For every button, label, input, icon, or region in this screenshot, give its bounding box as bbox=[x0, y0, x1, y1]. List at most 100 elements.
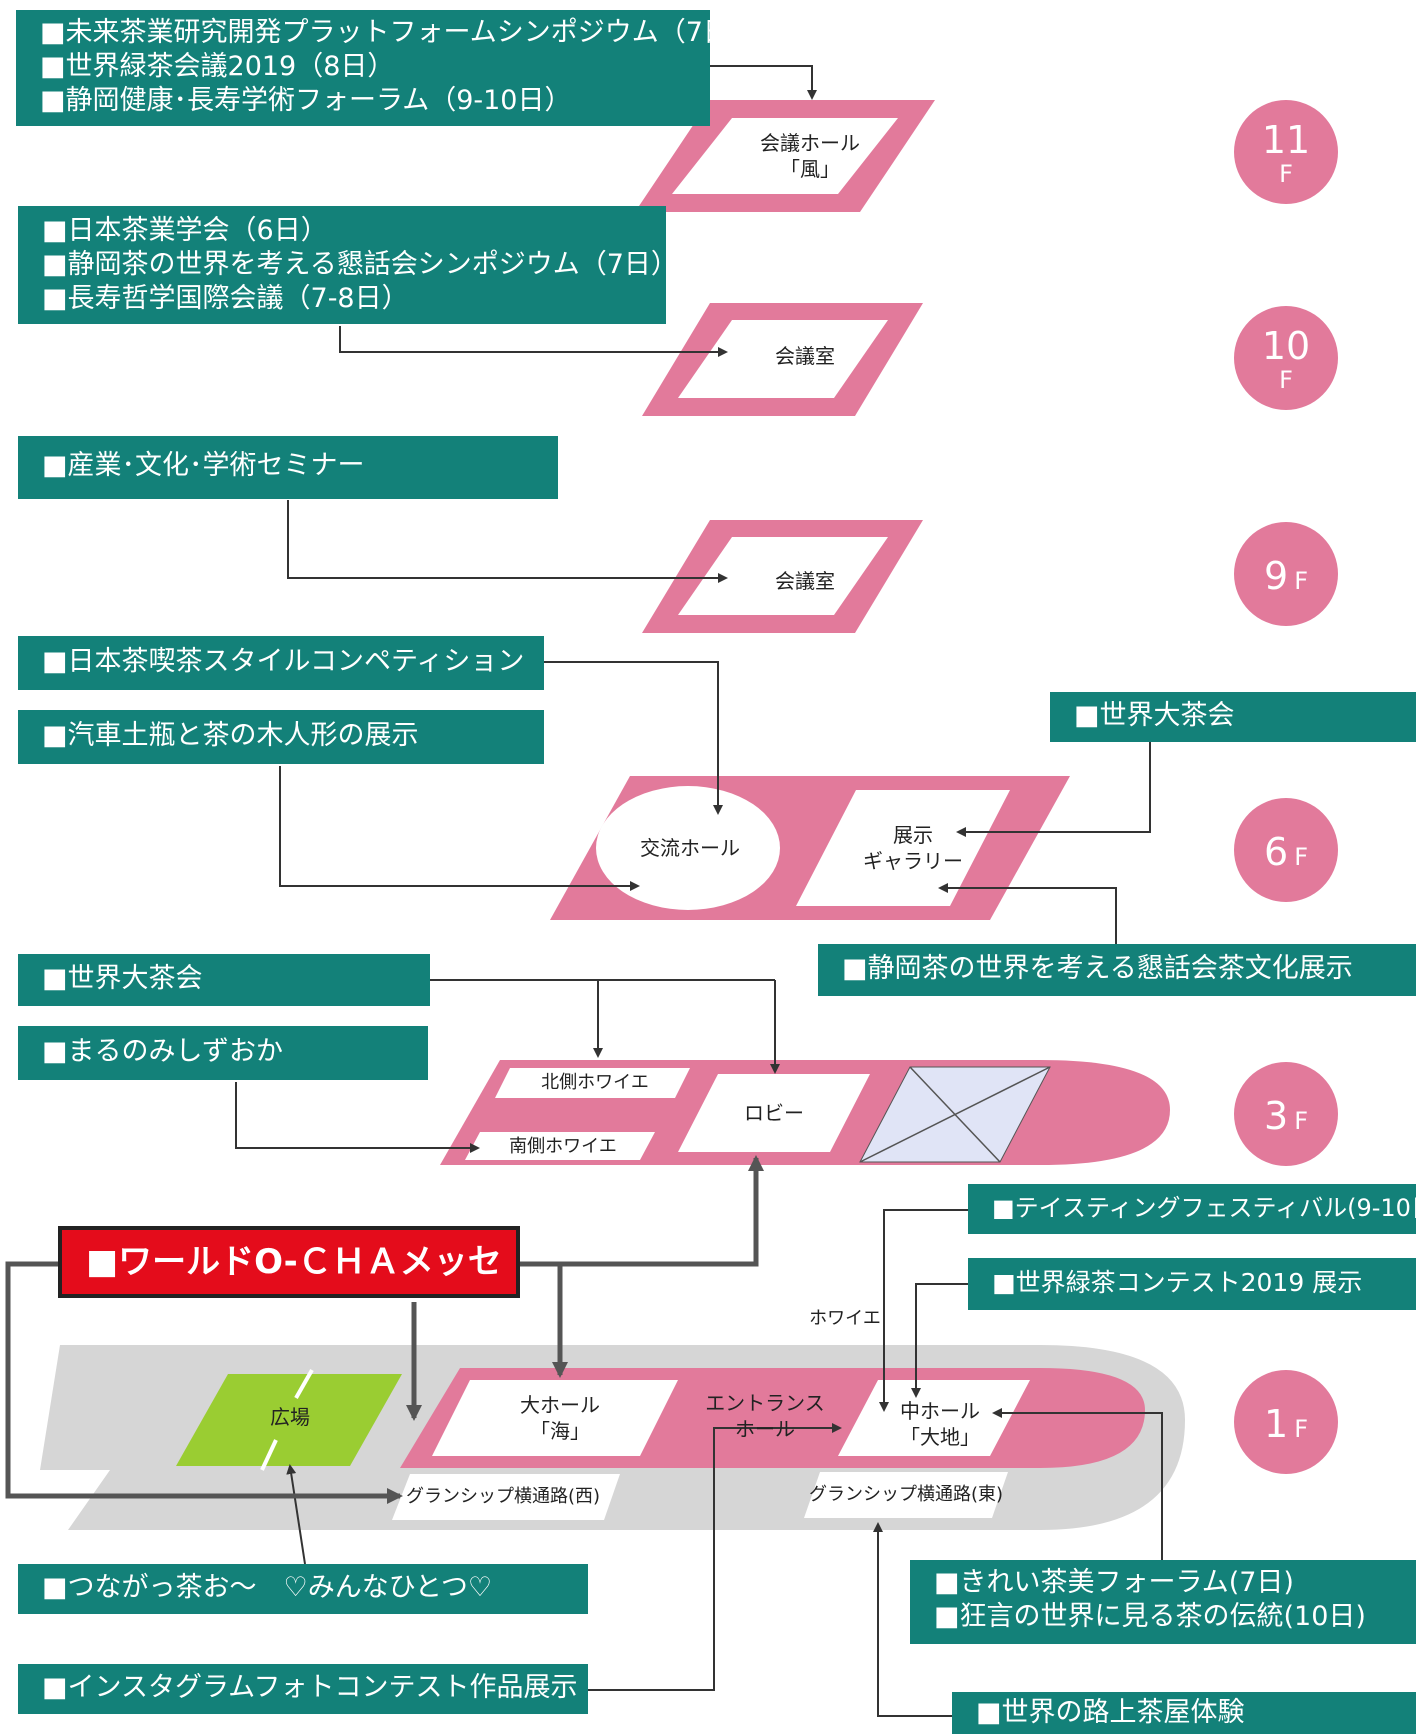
event-line: ■世界大茶会 bbox=[42, 963, 203, 994]
room-name: 会議室 bbox=[775, 569, 835, 593]
kita-foyer-shape bbox=[495, 1068, 690, 1098]
event-box-konwakai: ■静岡茶の世界を考える懇話会茶文化展示 bbox=[818, 944, 1416, 996]
event-box-kissa: ■日本茶喫茶スタイルコンペティション bbox=[18, 636, 544, 690]
room-name: エントランス bbox=[705, 1391, 825, 1415]
event-box-contest: ■世界緑茶コンテスト2019 展示 bbox=[968, 1258, 1416, 1310]
room-name: 大ホール bbox=[520, 1393, 600, 1417]
passage-west-shape bbox=[392, 1474, 620, 1520]
event-line: ■静岡健康･長寿学術フォーラム（9-10日） bbox=[40, 85, 572, 116]
floor-number: 3 bbox=[1264, 1094, 1289, 1138]
room-label-kita-foyer: 北側ホワイエ bbox=[520, 1070, 670, 1096]
room-name: 「大地」 bbox=[900, 1425, 980, 1449]
room-name: グランシップ横通路(西) bbox=[405, 1486, 601, 1507]
lobby-shape bbox=[678, 1074, 870, 1152]
room-name: 会議ホール bbox=[760, 131, 860, 155]
room-name: ギャラリー bbox=[863, 849, 963, 873]
floor-number: 11 bbox=[1261, 118, 1311, 162]
event-line: ■狂言の世界に見る茶の伝統(10日) bbox=[934, 1601, 1366, 1632]
event-line: ■きれい茶美フォーラム(7日) bbox=[934, 1567, 1294, 1598]
gallery-shape bbox=[796, 790, 1010, 906]
event-line: ■世界緑茶会議2019（8日） bbox=[40, 51, 395, 82]
room-label-gallery: 展示 ギャラリー bbox=[848, 822, 978, 874]
room-name: ホール bbox=[735, 1417, 795, 1441]
event-box-11f: ■未来茶業研究開発プラットフォームシンポジウム（7日） ■世界緑茶会議2019（… bbox=[16, 10, 710, 126]
room-label-passage-west: グランシップ横通路(西) bbox=[398, 1484, 608, 1510]
room-label-kaigishitsu-9f: 会議室 bbox=[740, 568, 870, 594]
event-box-9f: ■産業･文化･学術セミナー bbox=[18, 436, 558, 499]
hiroba-shape bbox=[176, 1374, 402, 1466]
room-label-kaigi-hall: 会議ホール 「風」 bbox=[745, 130, 875, 182]
room-label-minami-foyer: 南側ホワイエ bbox=[488, 1134, 638, 1160]
event-line: ■産業･文化･学術セミナー bbox=[42, 450, 365, 481]
floor-badge-11f: 11 F bbox=[1234, 100, 1338, 204]
event-line: ■世界緑茶コンテスト2019 展示 bbox=[992, 1268, 1363, 1297]
minami-foyer-shape bbox=[465, 1132, 655, 1160]
event-line: ■静岡茶の世界を考える懇話会シンポジウム（7日） bbox=[42, 249, 666, 280]
room-name: 「海」 bbox=[530, 1419, 590, 1443]
room-name: ホワイエ bbox=[809, 1308, 881, 1329]
floor-number: 6 bbox=[1264, 830, 1289, 874]
floor-unit: F bbox=[1294, 843, 1308, 871]
event-line: ■つながっ茶お～ ♡みんなひとつ♡ bbox=[42, 1572, 493, 1603]
room-label-passage-east: グランシップ横通路(東) bbox=[808, 1482, 1004, 1508]
room-name: 広場 bbox=[270, 1405, 310, 1429]
event-box-10f: ■日本茶業学会（6日） ■静岡茶の世界を考える懇話会シンポジウム（7日） ■長寿… bbox=[18, 206, 666, 324]
event-box-dobin: ■汽車土瓶と茶の木人形の展示 bbox=[18, 710, 544, 764]
event-line: ■汽車土瓶と茶の木人形の展示 bbox=[42, 720, 419, 751]
room-name: ロビー bbox=[744, 1101, 804, 1125]
room-name: 交流ホール bbox=[640, 836, 740, 860]
event-line: ■世界の路上茶屋体験 bbox=[976, 1697, 1245, 1728]
event-box-rojo: ■世界の路上茶屋体験 bbox=[952, 1692, 1416, 1734]
room-label-entrance: エントランス ホール bbox=[700, 1390, 830, 1442]
room-name: 南側ホワイエ bbox=[509, 1136, 617, 1157]
room-name: 展示 bbox=[893, 823, 933, 847]
room-label-chu-hall: 中ホール 「大地」 bbox=[875, 1398, 1005, 1450]
room-name: 中ホール bbox=[900, 1399, 980, 1423]
event-line: ■テイスティングフェスティバル(9-10日) bbox=[992, 1194, 1416, 1222]
messe-box: ■ワールドO-ＣＨＡメッセ bbox=[58, 1226, 520, 1298]
event-box-instagram: ■インスタグラムフォトコンテスト作品展示 bbox=[18, 1664, 588, 1714]
room-name: グランシップ横通路(東) bbox=[808, 1484, 1004, 1505]
event-box-marunomi: ■まるのみしずおか bbox=[18, 1026, 428, 1080]
room-label-foyer: ホワイエ bbox=[800, 1306, 890, 1332]
event-line: ■まるのみしずおか bbox=[42, 1036, 283, 1067]
room-name: 「風」 bbox=[780, 157, 840, 181]
floor-number: 9 bbox=[1264, 554, 1289, 598]
event-line: ■日本茶喫茶スタイルコンペティション bbox=[42, 646, 525, 677]
event-line: ■静岡茶の世界を考える懇話会茶文化展示 bbox=[842, 953, 1353, 984]
room-9f-inner bbox=[678, 537, 888, 615]
event-line: ■インスタグラムフォトコンテスト作品展示 bbox=[42, 1672, 578, 1703]
dai-hall-shape bbox=[432, 1380, 678, 1456]
event-line: ■世界大茶会 bbox=[1074, 700, 1235, 731]
floor-number: 10 bbox=[1261, 324, 1311, 368]
event-box-daichakai-6f: ■世界大茶会 bbox=[1050, 692, 1416, 742]
room-name: 北側ホワイエ bbox=[541, 1072, 649, 1093]
floor-unit: F bbox=[1294, 567, 1308, 595]
floor-unit: F bbox=[1279, 160, 1293, 188]
koryu-hall-shape bbox=[596, 786, 780, 910]
passage-east-shape bbox=[804, 1472, 1008, 1518]
room-name: 会議室 bbox=[775, 344, 835, 368]
floor-unit: F bbox=[1294, 1415, 1308, 1443]
room-11f-inner bbox=[672, 118, 898, 194]
messe-label: ■ワールドO-ＣＨＡメッセ bbox=[86, 1242, 502, 1282]
floor-number: 1 bbox=[1264, 1402, 1289, 1446]
event-box-daichakai-3f: ■世界大茶会 bbox=[18, 954, 430, 1006]
chu-hall-shape bbox=[838, 1380, 1030, 1456]
event-box-tasting: ■テイスティングフェスティバル(9-10日) bbox=[968, 1184, 1416, 1234]
event-box-tsunagachao: ■つながっ茶お～ ♡みんなひとつ♡ bbox=[18, 1564, 588, 1614]
event-line: ■未来茶業研究開発プラットフォームシンポジウム（7日） bbox=[40, 17, 710, 48]
room-10f-inner bbox=[678, 320, 888, 398]
floor-unit: F bbox=[1279, 366, 1293, 394]
room-label-kaigishitsu-10f: 会議室 bbox=[740, 343, 870, 369]
room-label-dai-hall: 大ホール 「海」 bbox=[495, 1392, 625, 1444]
floor-badge-10f: 10 F bbox=[1234, 306, 1338, 410]
room-label-hiroba: 広場 bbox=[250, 1404, 330, 1430]
room-label-lobby: ロビー bbox=[714, 1100, 834, 1126]
floor-unit: F bbox=[1294, 1107, 1308, 1135]
